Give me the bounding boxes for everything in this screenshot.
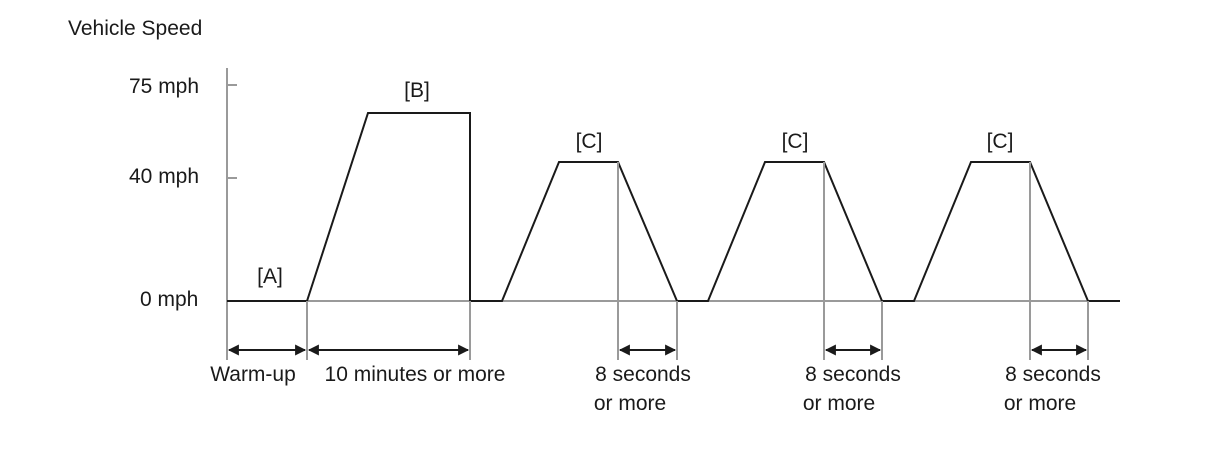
label-75-mph: 75 mph	[129, 75, 199, 98]
duration-label-warmup: Warm-up	[210, 363, 296, 386]
label-40-mph: 40 mph	[129, 165, 199, 188]
guide-lines	[306, 162, 1089, 360]
duration-label-8s-3-line1: 8 seconds	[1005, 363, 1101, 386]
duration-label-8s-3-line2: or more	[1004, 392, 1076, 415]
y-axis-title: Vehicle Speed	[68, 17, 202, 40]
label-0-mph: 0 mph	[140, 288, 198, 311]
phase-label-a: [A]	[257, 265, 283, 288]
phase-label-b: [B]	[404, 79, 430, 102]
duration-label-8s-1-line1: 8 seconds	[595, 363, 691, 386]
phase-label-c-1: [C]	[576, 130, 603, 153]
duration-label-8s-1-line2: or more	[594, 392, 666, 415]
speed-profile-line	[227, 112, 1120, 302]
duration-label-8s-2-line1: 8 seconds	[805, 363, 901, 386]
phase-label-c-3: [C]	[987, 130, 1014, 153]
duration-label-8s-2-line2: or more	[803, 392, 875, 415]
phase-label-c-2: [C]	[782, 130, 809, 153]
duration-label-ten-minutes: 10 minutes or more	[325, 363, 506, 386]
